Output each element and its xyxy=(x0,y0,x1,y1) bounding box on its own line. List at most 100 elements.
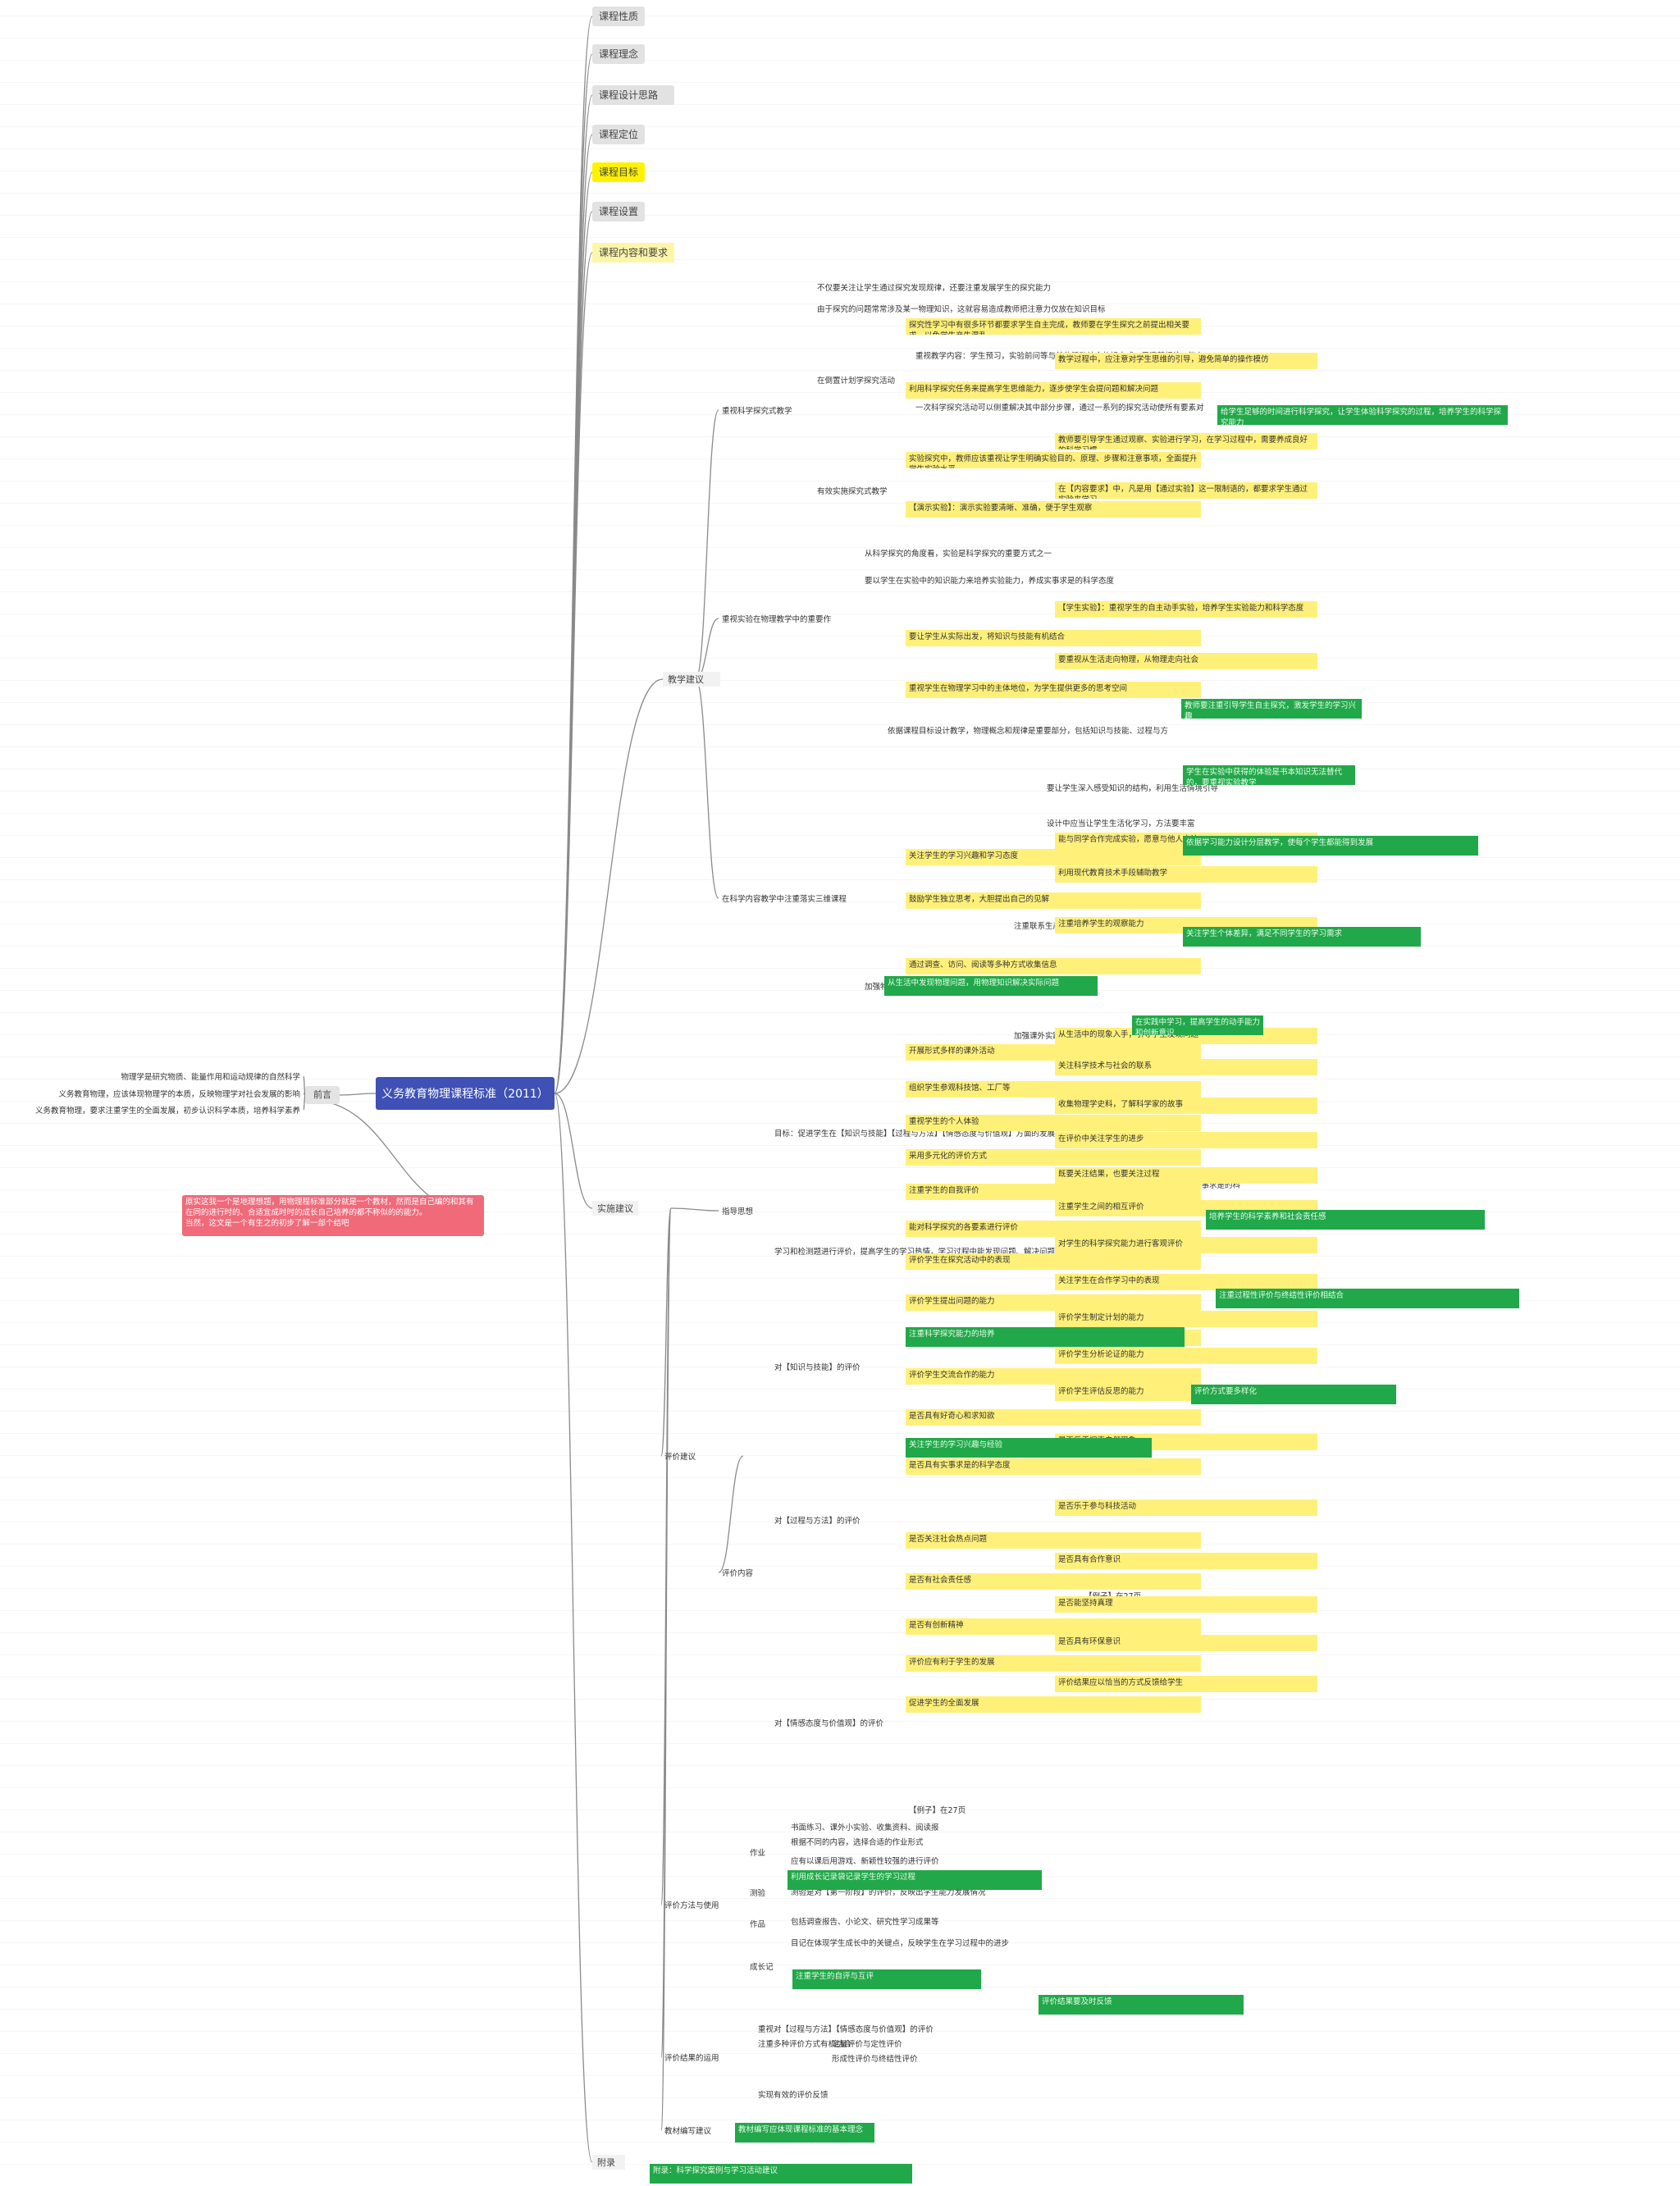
highlight-note[interactable]: 教师要引导学生通过观察、实验进行学习，在学习过程中，需要养成良好的科学习惯 xyxy=(1055,433,1317,450)
highlight-note[interactable]: 是否能坚持真理 xyxy=(1055,1596,1317,1613)
text-node[interactable]: 测验是对【第一阶段】的评价，反映出学生能力发展情况 xyxy=(791,1888,986,1897)
text-node[interactable]: 依据课程目标设计教学，物理概念和规律是重要部分，包括知识与技能、过程与方法、情感… xyxy=(888,727,1169,736)
branch-appendix[interactable]: 附录 xyxy=(592,2155,625,2170)
highlight-note[interactable]: 评价应有利于学生的发展 xyxy=(906,1655,1201,1672)
highlight-note[interactable]: 是否有创新精神 xyxy=(906,1618,1201,1635)
branch-teaching[interactable]: 教学建议 xyxy=(663,672,720,687)
chip-6[interactable]: 课程设置 xyxy=(592,202,645,221)
highlight-note[interactable]: 注重学生的自我评价 xyxy=(906,1184,1201,1200)
chip-5[interactable]: 课程目标 xyxy=(592,162,645,182)
text-node[interactable]: 对【过程与方法】的评价 xyxy=(774,1517,861,1526)
text-node[interactable]: 目记在体现学生成长中的关键点，反映学生在学习过程中的进步 xyxy=(791,1939,1010,1948)
chip-4[interactable]: 课程定位 xyxy=(592,125,645,144)
text-node[interactable]: 作业 xyxy=(750,1849,766,1858)
highlight-note[interactable]: 通过调查、访问、阅读等多种方式收集信息 xyxy=(906,958,1201,974)
highlight-note[interactable]: 评价学生制定计划的能力 xyxy=(1055,1311,1317,1327)
note-green[interactable]: 依据学习能力设计分层教学，使每个学生都能得到发展 xyxy=(1183,836,1478,856)
highlight-note[interactable]: 是否有社会责任感 xyxy=(906,1573,1201,1590)
highlight-note[interactable]: 是否乐于参与科技活动 xyxy=(1055,1499,1317,1516)
note-green[interactable]: 教材编写应体现课程标准的基本理念 xyxy=(735,2123,874,2143)
note-green[interactable]: 给学生足够的时间进行科学探究，让学生体验科学探究的过程，培养学生的科学探究能力 xyxy=(1217,405,1508,425)
highlight-note[interactable]: 关注学生的学习兴趣和学习态度 xyxy=(906,849,1201,865)
highlight-note[interactable]: 能对科学探究的各要素进行评价 xyxy=(906,1221,1201,1237)
note-green[interactable]: 关注学生个体差异，满足不同学生的学习需求 xyxy=(1183,927,1421,947)
highlight-note[interactable]: 教学过程中，应注意对学生思维的引导，避免简单的操作模仿 xyxy=(1055,353,1317,369)
highlight-note[interactable]: 要重视从生活走向物理，从物理走向社会 xyxy=(1055,653,1317,669)
highlight-note[interactable]: 在【内容要求】中，凡是用【通过实验】这一限制语的，都要求学生通过实验来学习 xyxy=(1055,482,1317,499)
highlight-note[interactable]: 评价结果应以恰当的方式反馈给学生 xyxy=(1055,1676,1317,1692)
note-green[interactable]: 培养学生的科学素养和社会责任感 xyxy=(1206,1210,1485,1230)
highlight-note[interactable]: 利用科学探究任务来提高学生思维能力，逐步使学生会提问题和解决问题 xyxy=(906,382,1201,399)
highlight-note[interactable]: 是否关注社会热点问题 xyxy=(906,1532,1201,1549)
text-node[interactable]: 加强课外实践活动 xyxy=(1014,1032,1077,1041)
sub-m_i[interactable]: 教材编写建议 xyxy=(664,2127,712,2136)
text-node[interactable]: 根据不同的内容，选择合适的作业形式 xyxy=(791,1838,924,1847)
text-node[interactable]: 在倒置计划学探究活动 xyxy=(817,377,896,386)
highlight-note[interactable]: 既要关注结果，也要关注过程 xyxy=(1055,1167,1317,1184)
note-green[interactable]: 在实践中学习，提高学生的动手能力和创新意识 xyxy=(1132,1015,1263,1035)
note-green[interactable]: 附录：科学探究案例与学习活动建议 xyxy=(650,2164,912,2184)
text-node[interactable]: 书面练习、课外小实验、收集资料、阅读报 xyxy=(791,1823,939,1832)
note-green[interactable]: 利用成长记录袋记录学生的学习过程 xyxy=(788,1870,1042,1890)
text-node[interactable]: 测验 xyxy=(750,1889,766,1898)
note-green[interactable]: 评价结果要及时反馈 xyxy=(1039,1995,1244,2015)
highlight-note[interactable]: 鼓励学生独立思考，大胆提出自己的见解 xyxy=(906,892,1201,909)
text-node[interactable]: 包括调查报告、小论文、研究性学习成果等 xyxy=(791,1918,939,1927)
highlight-note[interactable]: 关注学生在合作学习中的表现 xyxy=(1055,1274,1317,1290)
text-node[interactable]: 【例子】在27页 xyxy=(909,1806,966,1815)
note-green[interactable]: 关注学生的学习兴趣与经验 xyxy=(906,1438,1152,1458)
text-node[interactable]: 定量评价与定性评价 xyxy=(832,2040,902,2049)
highlight-note[interactable]: 评价学生在探究活动中的表现 xyxy=(906,1253,1201,1270)
highlight-note[interactable]: 收集物理学史料，了解科学家的故事 xyxy=(1055,1098,1317,1114)
chip-3[interactable]: 课程设计思路 xyxy=(592,85,674,105)
highlight-note[interactable]: 评价学生交流合作的能力 xyxy=(906,1368,1201,1385)
highlight-note[interactable]: 评价学生分析论证的能力 xyxy=(1055,1348,1317,1364)
highlight-note[interactable]: 重视学生的个人体验 xyxy=(906,1115,1201,1131)
text-node[interactable]: 一次科学探究活动可以侧重解决其中部分步骤，通过一系列的探究活动使所有要素对应的探… xyxy=(915,404,1204,413)
text-node[interactable]: 要让学生深入感受知识的结构，利用生活情境引导 xyxy=(1047,784,1219,793)
note-green[interactable]: 学生在实验中获得的体验是书本知识无法替代的，要重视实验教学 xyxy=(1183,765,1355,785)
sub-m_g[interactable]: 评价方法与使用 xyxy=(664,1901,719,1910)
highlight-note[interactable]: 探究性学习中有很多环节都要求学生自主完成，教师要在学生探究之前提出相关要求，以免… xyxy=(906,318,1201,335)
highlight-note[interactable]: 【学生实验】：重视学生的自主动手实验，培养学生实验能力和科学态度 xyxy=(1055,601,1317,618)
chip-2[interactable]: 课程理念 xyxy=(592,44,645,64)
preface-node[interactable]: 前言 xyxy=(305,1086,340,1104)
highlight-note[interactable]: 对学生的科学探究能力进行客观评价 xyxy=(1055,1237,1317,1253)
note-green[interactable]: 从生活中发现物理问题，用物理知识解决实际问题 xyxy=(884,976,1098,996)
text-node[interactable]: 对【情感态度与价值观】的评价 xyxy=(774,1719,884,1728)
text-node[interactable]: 设计中应当让学生生活化学习，方法要丰富 xyxy=(1047,819,1195,828)
text-node[interactable]: 形成性评价与终结性评价 xyxy=(832,2055,918,2064)
note-green[interactable]: 注重过程性评价与终结性评价相结合 xyxy=(1216,1289,1519,1308)
highlight-note[interactable]: 开展形式多样的课外活动 xyxy=(906,1044,1201,1061)
sub-m_b[interactable]: 重视实验在物理教学中的重要作用 xyxy=(722,615,832,624)
root-node[interactable]: 义务教育物理课程标准（2011） xyxy=(376,1077,555,1110)
text-node[interactable]: 实现有效的评价反馈 xyxy=(758,2091,829,2100)
highlight-note[interactable]: 是否具有实事求是的科学态度 xyxy=(906,1458,1201,1475)
sub-m_c[interactable]: 在科学内容教学中注重落实三维课程目标 xyxy=(722,895,847,904)
text-node[interactable]: 由于探究的问题常常涉及某一物理知识，这就容易造成教师把注意力仅放在知识目标上，忽… xyxy=(817,305,1106,314)
text-node[interactable]: 成长记录 xyxy=(750,1963,774,1972)
highlight-note[interactable]: 关注科学技术与社会的联系 xyxy=(1055,1059,1317,1075)
note-green[interactable]: 注重科学探究能力的培养 xyxy=(906,1327,1185,1347)
text-node[interactable]: 从科学探究的角度看，实验是科学探究的重要方式之一 xyxy=(865,550,1052,559)
note-green[interactable]: 教师要注重引导学生自主探究，激发学生的学习兴趣 xyxy=(1181,699,1362,719)
chip-1[interactable]: 课程性质 xyxy=(592,7,645,26)
highlight-note[interactable]: 促进学生的全面发展 xyxy=(906,1696,1201,1713)
highlight-note[interactable]: 重视学生在物理学习中的主体地位，为学生提供更多的思考空间 xyxy=(906,682,1201,698)
note-green[interactable]: 评价方式要多样化 xyxy=(1191,1385,1396,1404)
highlight-note[interactable]: 组织学生参观科技馆、工厂等 xyxy=(906,1081,1201,1098)
text-node[interactable]: 学习和检测题进行评价，提高学生的学习热情，学习过程中能发现问题、解决问题 xyxy=(774,1248,1056,1257)
highlight-note[interactable]: 是否具有合作意识 xyxy=(1055,1553,1317,1569)
highlight-note[interactable]: 是否具有环保意识 xyxy=(1055,1635,1317,1651)
text-node[interactable]: 对【知识与技能】的评价 xyxy=(774,1363,861,1372)
highlight-note[interactable]: 在评价中关注学生的进步 xyxy=(1055,1132,1317,1148)
note-green[interactable]: 注重学生的自评与互评 xyxy=(792,1969,981,1989)
highlight-note[interactable]: 采用多元化的评价方式 xyxy=(906,1149,1201,1166)
branch-implement[interactable]: 实施建议 xyxy=(592,1201,638,1216)
highlight-note[interactable]: 【演示实验】：演示实验要清晰、准确，便于学生观察 xyxy=(906,501,1201,518)
sub-m_f[interactable]: 评价内容 xyxy=(722,1569,754,1578)
text-node[interactable]: 应有以课后用游戏、新颖性较强的进行评价 xyxy=(791,1857,939,1866)
highlight-note[interactable]: 要让学生从实际出发，将知识与技能有机结合 xyxy=(906,630,1201,646)
text-node[interactable]: 不仅要关注让学生通过探究发现规律，还要注重发展学生的探究能力 xyxy=(817,284,1052,293)
text-node[interactable]: 目标：促进学生在【知识与技能】【过程与方法】【情感态度与价值观】方面的发展 xyxy=(774,1130,1056,1139)
